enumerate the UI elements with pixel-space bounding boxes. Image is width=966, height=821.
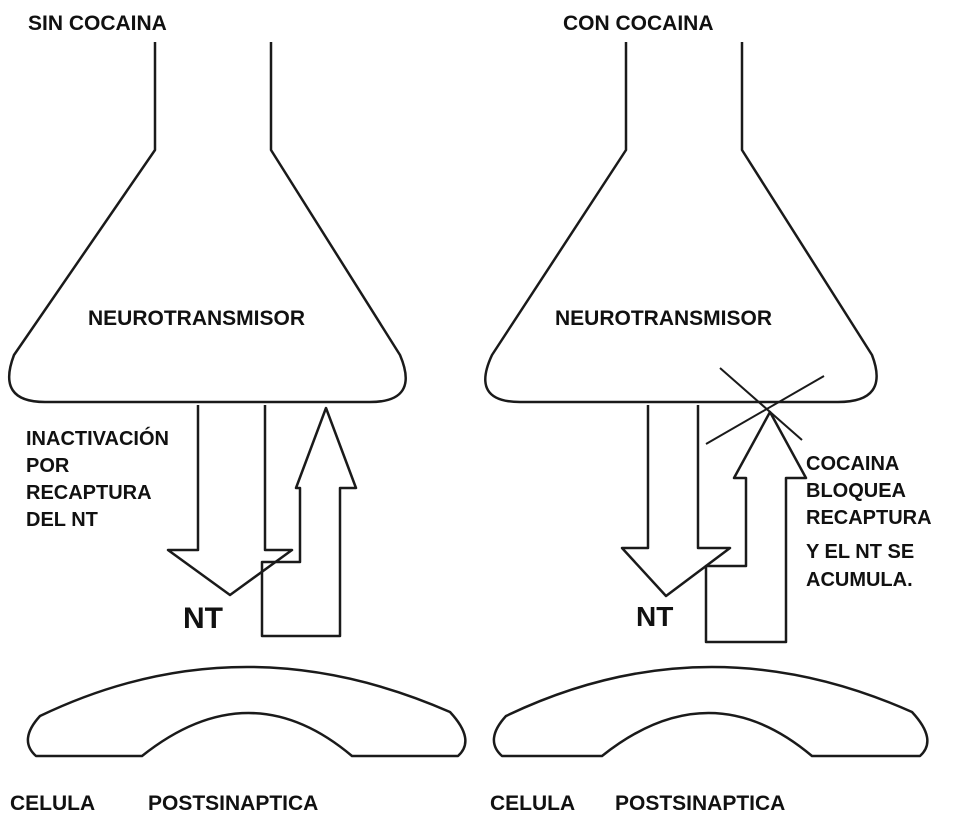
right-cell-label-1: CELULA: [490, 792, 575, 815]
right-release-arrow: [622, 405, 730, 596]
right-annotation-line-4: Y EL NT SE: [806, 541, 914, 563]
right-neuron-label: NEUROTRANSMISOR: [555, 307, 772, 330]
left-panel: SIN COCAINA NEUROTRANSMISOR INACTIVACIÓN…: [9, 12, 465, 815]
right-presynaptic-neuron: [485, 42, 876, 402]
left-release-arrow: [168, 405, 292, 595]
right-annotation-line-3: RECAPTURA: [806, 507, 932, 529]
right-annotation-line-2: BLOQUEA: [806, 480, 906, 502]
right-annotation-line-5: ACUMULA.: [806, 569, 913, 591]
right-nt-label: NT: [636, 601, 673, 632]
left-reuptake-arrow: [262, 408, 356, 636]
right-reuptake-arrow: [706, 412, 806, 642]
left-annotation-line-1: INACTIVACIÓN: [26, 426, 169, 450]
right-postsynaptic-cell: [494, 667, 927, 756]
right-cell-label-2: POSTSINAPTICA: [615, 792, 785, 815]
left-cell-label-2: POSTSINAPTICA: [148, 792, 318, 815]
left-annotation-line-3: RECAPTURA: [26, 482, 152, 504]
left-nt-label: NT: [183, 602, 223, 635]
left-cell-label-1: CELULA: [10, 792, 95, 815]
left-panel-title: SIN COCAINA: [28, 12, 167, 35]
cocaine-block-x-mark: [706, 368, 824, 444]
left-neuron-label: NEUROTRANSMISOR: [88, 307, 305, 330]
left-annotation-line-4: DEL NT: [26, 509, 98, 531]
right-annotation-line-1: COCAINA: [806, 453, 899, 475]
right-panel-title: CON COCAINA: [563, 12, 714, 35]
left-annotation-line-2: POR: [26, 455, 70, 477]
left-presynaptic-neuron: [9, 42, 406, 402]
left-postsynaptic-cell: [28, 667, 465, 756]
right-panel: CON COCAINA NEUROTRANSMISOR COCAINA BLOQ…: [485, 12, 931, 815]
